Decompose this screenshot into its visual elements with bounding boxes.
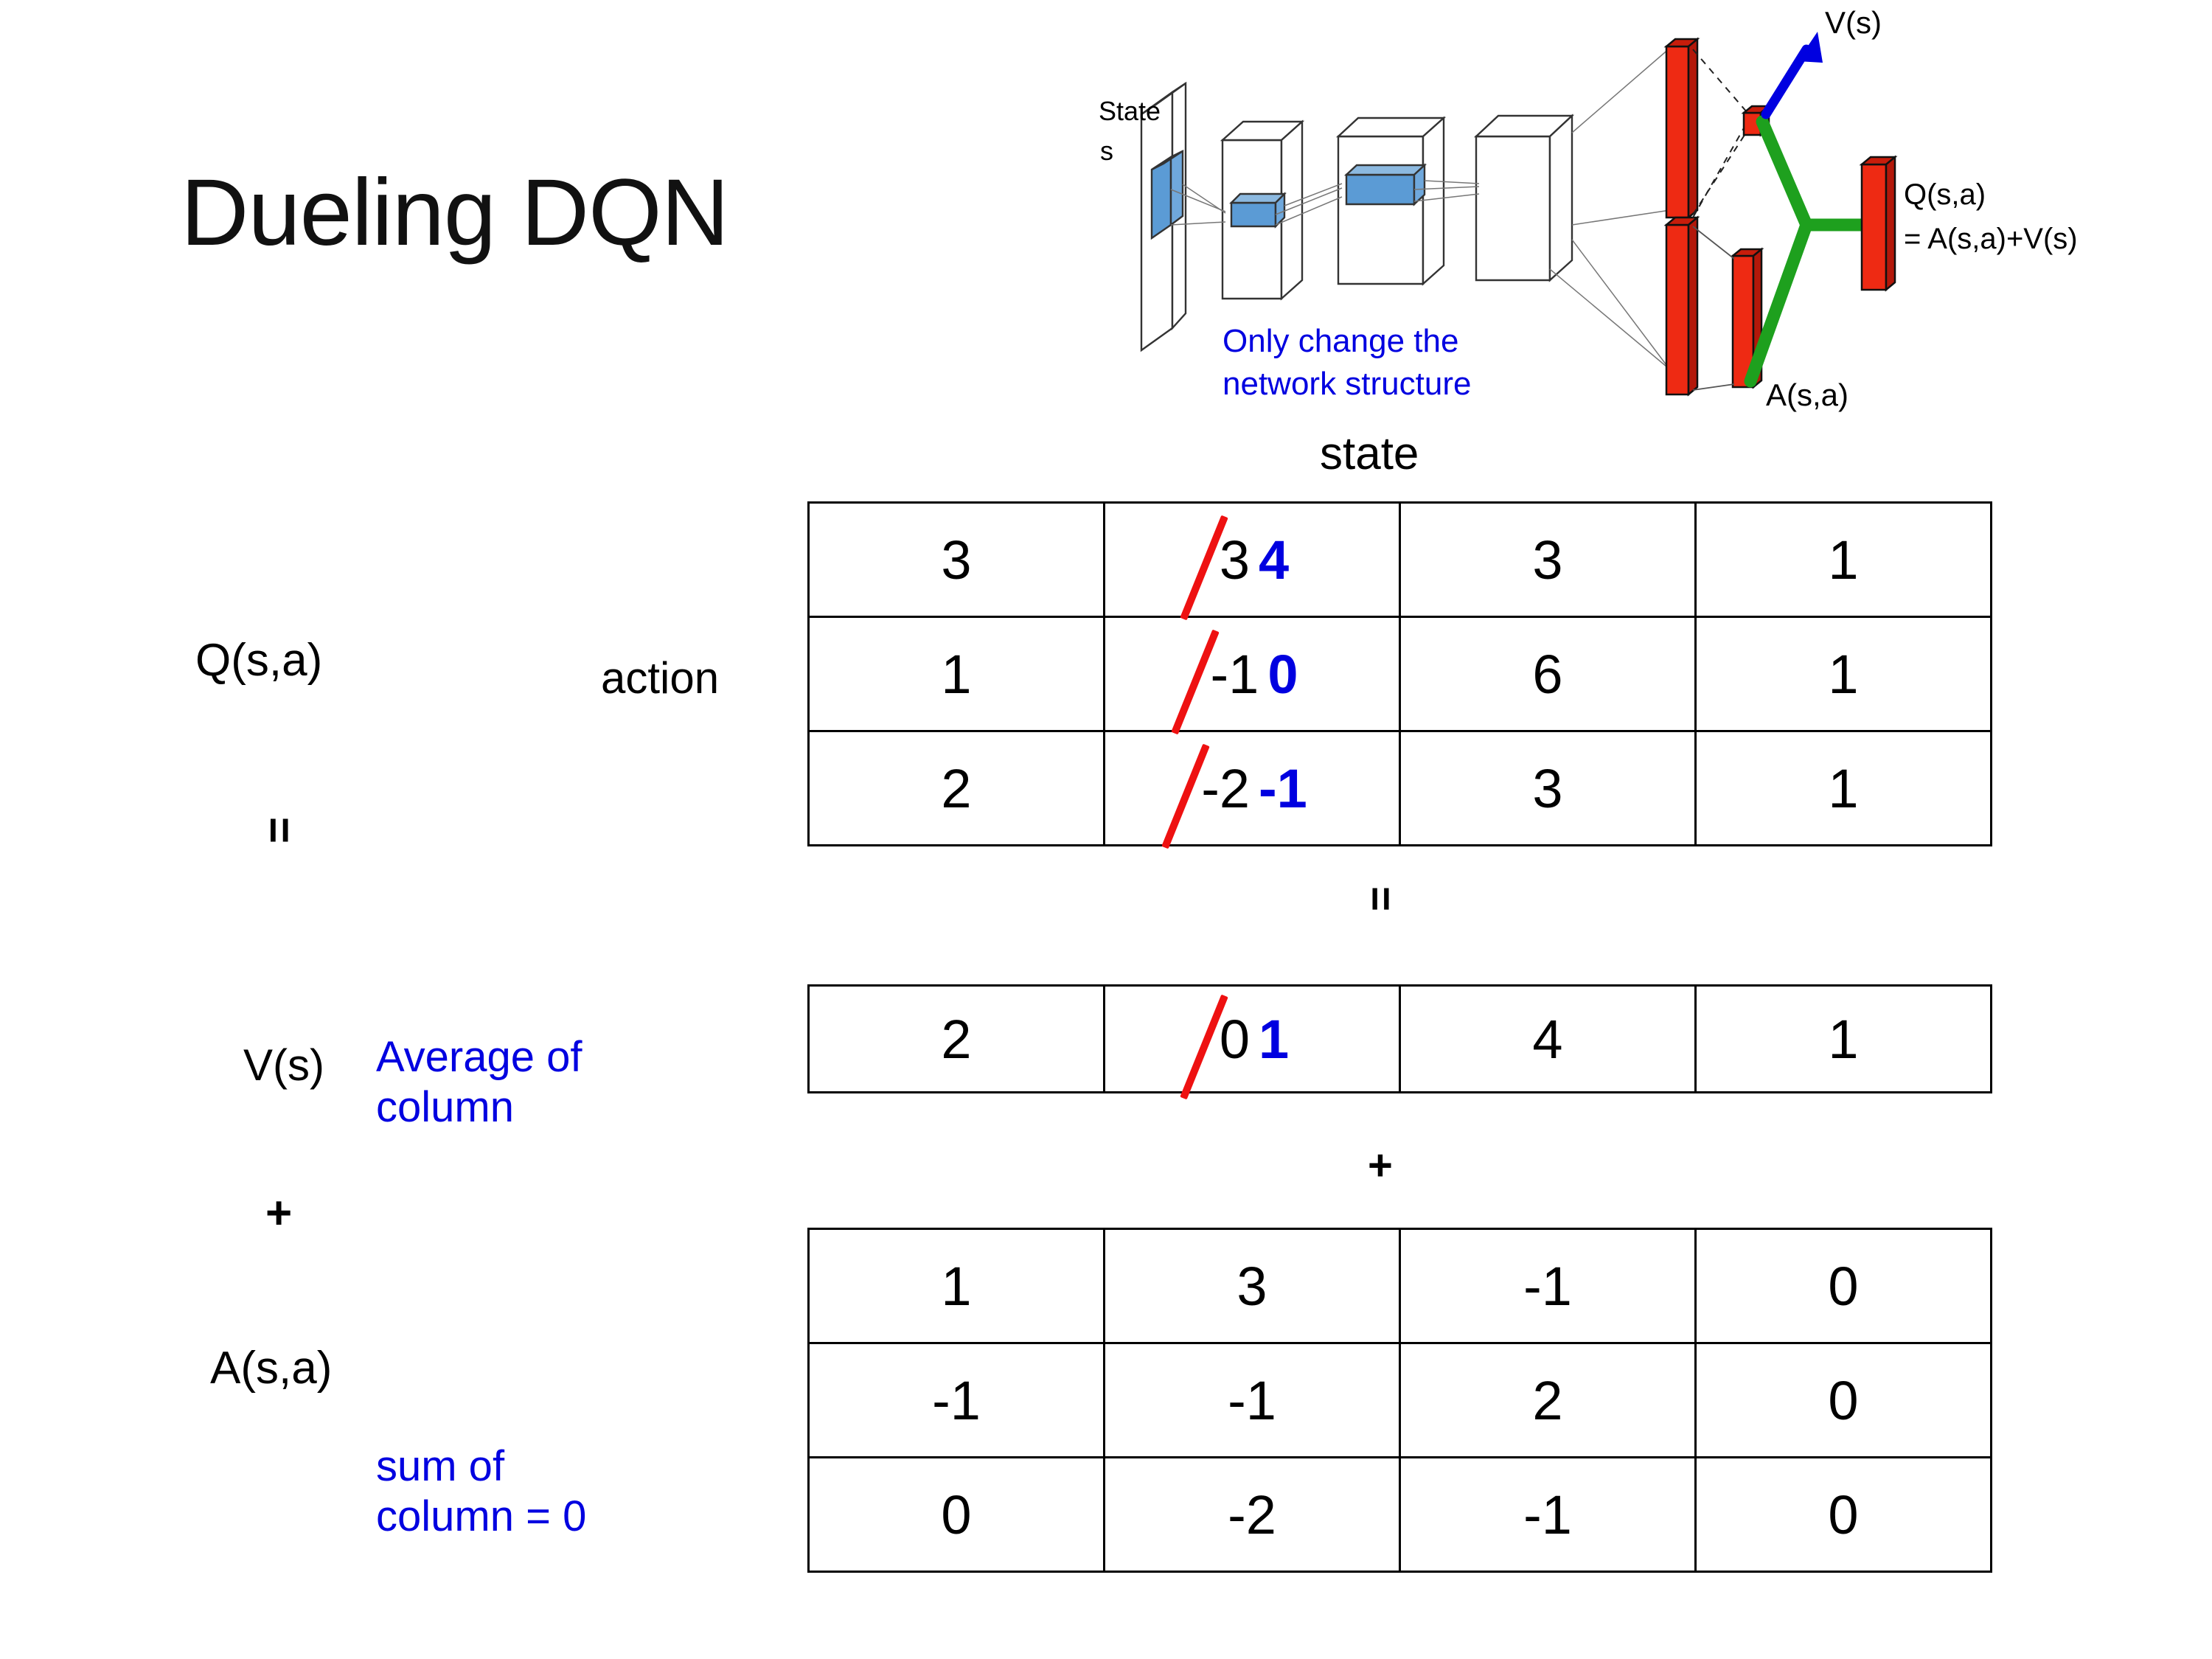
a-cell-1-3[interactable]: 0	[1694, 1342, 1992, 1458]
diagram-value-label: V(s)	[1825, 5, 1882, 40]
equals-operator-mid: =	[1356, 886, 1405, 911]
q-cell-1-3[interactable]: 1	[1694, 616, 1992, 732]
table-row: 2 -2-1 3 1	[807, 730, 1992, 846]
diagram-note-line2: network structure	[1222, 366, 1471, 402]
struck-old-value: 3	[1215, 529, 1254, 591]
corrected-value: 4	[1259, 529, 1290, 591]
a-cell-1-2[interactable]: 2	[1399, 1342, 1697, 1458]
corrected-value: -1	[1259, 757, 1307, 819]
a-cell-0-1[interactable]: 3	[1103, 1228, 1401, 1344]
v-function-label: V(s)	[243, 1040, 324, 1090]
note-average-of-column: Average of column	[376, 1033, 582, 1132]
state-axis-label: state	[1320, 428, 1419, 479]
q-cell-1-0[interactable]: 1	[807, 616, 1105, 732]
diagram-input-label-line2: s	[1100, 136, 1113, 166]
plus-operator-left: +	[265, 1188, 293, 1239]
v-cell-0-2[interactable]: 4	[1399, 984, 1697, 1093]
diagram-advantage-label: A(s,a)	[1766, 378, 1848, 412]
struck-old-value: -1	[1206, 643, 1264, 706]
a-cell-1-0[interactable]: -1	[807, 1342, 1105, 1458]
q-function-label: Q(s,a)	[195, 635, 323, 686]
a-cell-1-1[interactable]: -1	[1103, 1342, 1401, 1458]
q-cell-2-1[interactable]: -2-1	[1103, 730, 1401, 846]
action-axis-label: action	[601, 653, 720, 703]
note-sum-of-column: sum of column = 0	[376, 1442, 587, 1541]
a-cell-2-3[interactable]: 0	[1694, 1456, 1992, 1573]
a-cell-0-3[interactable]: 0	[1694, 1228, 1992, 1344]
table-row: -1 -1 2 0	[807, 1342, 1992, 1458]
diagram-note-line1: Only change the	[1222, 323, 1458, 359]
q-cell-2-2[interactable]: 3	[1399, 730, 1697, 846]
table-row: 1 3 -1 0	[807, 1228, 1992, 1344]
struck-old-value: -2	[1197, 757, 1254, 820]
v-cell-0-3[interactable]: 1	[1694, 984, 1992, 1093]
a-value-table: 1 3 -1 0 -1 -1 2 0 0 -2 -1 0	[807, 1228, 1992, 1573]
diagram-output-label-line1: Q(s,a)	[1904, 178, 1986, 211]
a-cell-2-2[interactable]: -1	[1399, 1456, 1697, 1573]
page-title: Dueling DQN	[181, 160, 729, 265]
plus-operator-mid: +	[1368, 1141, 1393, 1189]
diagram-output-label-line2: = A(s,a)+V(s)	[1904, 223, 2078, 255]
q-cell-2-0[interactable]: 2	[807, 730, 1105, 846]
a-cell-0-0[interactable]: 1	[807, 1228, 1105, 1344]
equals-operator-left: =	[254, 816, 305, 844]
q-cell-0-3[interactable]: 1	[1694, 501, 1992, 618]
a-function-label: A(s,a)	[210, 1343, 333, 1394]
a-cell-2-0[interactable]: 0	[807, 1456, 1105, 1573]
q-cell-2-3[interactable]: 1	[1694, 730, 1992, 846]
corrected-value: 1	[1259, 1008, 1290, 1070]
struck-old-value: 0	[1215, 1008, 1254, 1071]
corrected-value: 0	[1267, 643, 1298, 705]
table-row: 0 -2 -1 0	[807, 1456, 1992, 1573]
q-cell-0-0[interactable]: 3	[807, 501, 1105, 618]
a-cell-2-1[interactable]: -2	[1103, 1456, 1401, 1573]
v-cell-0-0[interactable]: 2	[807, 984, 1105, 1093]
diagram-input-label-line1: State	[1099, 96, 1161, 126]
dueling-network-diagram: State s V(s) A(s,a) Q(s,a) = A(s,a)+V(s)…	[1099, 4, 2205, 417]
q-cell-1-2[interactable]: 6	[1399, 616, 1697, 732]
a-cell-0-2[interactable]: -1	[1399, 1228, 1697, 1344]
q-cell-0-2[interactable]: 3	[1399, 501, 1697, 618]
